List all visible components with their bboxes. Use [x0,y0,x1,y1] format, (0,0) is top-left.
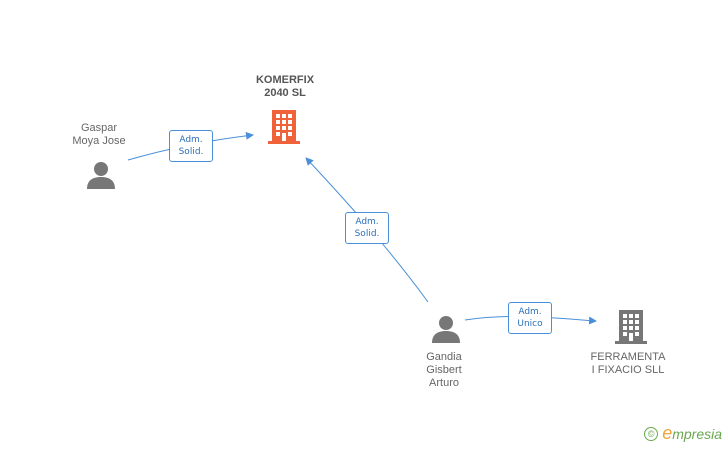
person-gandia-name-line1: Gandia [426,351,462,363]
brand-initial: e [662,423,673,443]
company-komerfix-name-line2: 2040 SL [264,87,306,99]
copyright-icon: © [644,426,659,441]
building-icon[interactable] [268,108,300,144]
person-gandia-label[interactable]: Gandia Gisbert Arturo [398,351,490,390]
company-komerfix-label[interactable]: KOMERFIX 2040 SL [230,74,340,100]
brand-name: mpresia [672,425,722,442]
relation-badge-line2: Solid. [354,229,380,239]
relation-badge-line2: Solid. [178,147,204,157]
relation-badge-line1: Adm. [518,307,542,317]
relation-badge-line1: Adm. [355,217,379,227]
person-gaspar-name-line2: Moya Jose [72,135,126,147]
person-icon[interactable] [86,160,116,190]
relation-badge-gaspar-komerfix[interactable]: Adm. Solid. [169,130,213,162]
relation-badge-line2: Unico [517,319,543,329]
relation-badge-line1: Adm. [179,135,203,145]
building-icon[interactable] [615,308,647,344]
person-gandia-name-line2: Gisbert [426,364,462,376]
relation-badge-gandia-ferramenta[interactable]: Adm. Unico [508,302,552,334]
person-icon[interactable] [431,314,461,344]
relation-badge-gandia-komerfix[interactable]: Adm. Solid. [345,212,389,244]
person-gaspar-label[interactable]: Gaspar Moya Jose [50,122,148,148]
company-ferramenta-name-line1: FERRAMENTA [590,351,666,363]
company-komerfix-name-line1: KOMERFIX [255,74,315,86]
company-ferramenta-label[interactable]: FERRAMENTA I FIXACIO SLL [574,351,682,377]
person-gandia-name-line3: Arturo [429,377,459,389]
person-gaspar-name-line1: Gaspar [80,122,118,134]
company-ferramenta-name-line2: I FIXACIO SLL [591,364,665,376]
